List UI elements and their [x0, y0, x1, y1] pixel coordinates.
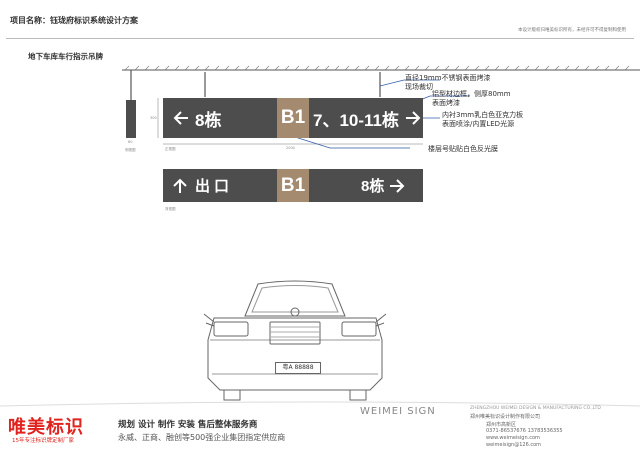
- brand-tagline: 15年专注标识牌定制厂家: [12, 438, 74, 444]
- annotation-frame: 铝型材边框，侧厚80mm: [432, 90, 511, 98]
- sign-front: 8栋 B1 7、10-11栋: [163, 98, 423, 138]
- arrow-left-icon: [173, 111, 188, 125]
- annotation-rod: 直径19mm不锈钢表面烤漆: [405, 74, 491, 82]
- project-title: 项目名称：钰珑府标识系统设计方案: [10, 16, 138, 25]
- header-divider: [6, 38, 634, 39]
- front-view-label: 正视图: [165, 147, 176, 151]
- footer-services: 规划 设计 制作 安装 售后整体服务商: [118, 420, 258, 430]
- sign2-right-direction: 8栋: [361, 169, 405, 202]
- footer-swoosh: [0, 401, 640, 407]
- contact-email: weimeisign@126.com: [486, 442, 542, 448]
- side-view-label: 侧视图: [125, 148, 136, 152]
- brand-logo: 唯美标识: [8, 417, 84, 438]
- company-name-cn: 郑州唯美标识设计制作有限公司: [470, 414, 541, 420]
- arrow-right-icon: [406, 111, 421, 125]
- annotation-led: 表面喷涂/内置LED光源: [442, 120, 515, 128]
- sign1-left-direction: 8栋: [173, 98, 221, 138]
- arrow-right-icon: [390, 178, 405, 193]
- copyright-note: 本设计版权归唯美标识所有，未经许可不得复制和使用: [518, 28, 626, 33]
- sign1-left-text: 8栋: [195, 110, 222, 130]
- annotation-cut: 现场裁切: [405, 83, 433, 91]
- annotation-acrylic: 内衬3mm乳白色亚克力板: [442, 111, 524, 119]
- ceiling-hatch: [124, 65, 630, 71]
- arrow-up-icon: [173, 178, 187, 193]
- leader-lines: [294, 79, 470, 149]
- sign2-left-direction: 出口: [173, 169, 233, 202]
- sign1-right-text: 7、10-11栋: [313, 110, 399, 130]
- sign-back: 出口 B1 8栋: [163, 169, 423, 202]
- sign2-right-text: 8栋: [361, 178, 385, 195]
- sign2-floor-badge: B1: [277, 169, 309, 202]
- dim-depth: 80: [128, 140, 133, 144]
- company-name-en: ZHENGZHOU WEIMEI DESIGN & MANUFACTURING …: [470, 406, 601, 411]
- sign1-floor-badge: B1: [277, 98, 309, 138]
- sign2-left-text: 出口: [195, 178, 234, 195]
- contact-website: www.weimeisign.com: [486, 435, 540, 441]
- dim-width: 2000: [286, 146, 295, 150]
- sign1-right-direction: 7、10-11栋: [313, 98, 421, 138]
- car-illustration: [203, 280, 387, 401]
- license-plate: 粤A 88888: [275, 362, 321, 374]
- annotation-paint: 表面烤漆: [432, 99, 460, 107]
- section-title: 地下车库车行指示吊牌: [28, 52, 103, 61]
- dim-height: 300: [150, 116, 157, 120]
- annotation-reflective: 楼层号贴贴白色反光膜: [428, 145, 498, 153]
- watermark-text: WEIMEI SIGN: [360, 406, 436, 417]
- contact-phone: 0371-86537676 13783536355: [486, 428, 563, 434]
- suspension-drawing: [122, 65, 640, 149]
- back-view-label: 背视图: [165, 207, 176, 211]
- contact-address: 郑州市高新区: [486, 422, 517, 428]
- footer-clients: 永威、正商、融创等500强企业集团指定供应商: [118, 433, 286, 442]
